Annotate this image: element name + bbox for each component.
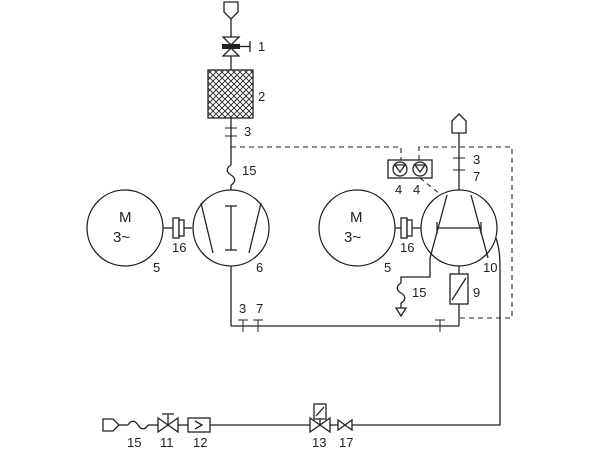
label-coupling-16-left: 16 (172, 240, 186, 255)
flex-hose-icon (226, 164, 236, 186)
inlet-valve (221, 36, 251, 57)
label-gauge-4b: 4 (413, 182, 420, 197)
label-hose-15-right: 15 (412, 285, 426, 300)
label-compressor-6: 6 (256, 260, 263, 275)
cooler (449, 273, 469, 305)
motor-left-phase: 3~ (113, 229, 130, 246)
label-tap-3-bottom: 3 (239, 301, 246, 316)
pressure-gauges (387, 159, 433, 179)
label-hose-15: 15 (242, 163, 256, 178)
check-valve (337, 418, 353, 432)
compressor-left (192, 189, 270, 267)
label-compressor-10: 10 (483, 260, 497, 275)
motor-right-symbol: M (350, 209, 363, 226)
label-check-17: 17 (339, 435, 353, 450)
bottom-taps (238, 319, 263, 332)
label-cooler-9: 9 (473, 285, 480, 300)
motor-left-symbol: M (119, 209, 132, 226)
label-valve-11: 11 (160, 435, 174, 450)
label-tap-3: 3 (244, 124, 251, 139)
label-tap-7-right: 7 (473, 169, 480, 184)
junction-tap (435, 319, 445, 332)
label-gauge-4a: 4 (395, 182, 402, 197)
bottom-shutoff-valve (157, 413, 179, 434)
compressor-right (420, 189, 498, 267)
label-tap-7-bottom: 7 (256, 301, 263, 316)
bottom-hose-icon (127, 420, 149, 430)
motor-left: M 3~ (86, 189, 164, 267)
label-hose-15-bottom: 15 (127, 435, 141, 450)
coupling-right (400, 217, 413, 239)
label-filter-2: 2 (258, 89, 265, 104)
outlet-arrow-icon (451, 113, 467, 134)
motor-right: M 3~ (318, 189, 396, 267)
test-tap (225, 127, 237, 137)
bottom-inlet-arrow-icon (102, 418, 120, 432)
coupling-left (172, 217, 185, 239)
label-motor-5-left: 5 (153, 260, 160, 275)
label-motor-5-right: 5 (384, 260, 391, 275)
solenoid-valve (309, 403, 331, 434)
label-tap-3-right: 3 (473, 152, 480, 167)
bottom-filter (187, 417, 211, 433)
label-solenoid-13: 13 (312, 435, 326, 450)
filter-element (207, 69, 254, 119)
label-coupling-16-right: 16 (400, 240, 414, 255)
drain-hose-icon (394, 282, 408, 318)
inlet-arrow-icon (223, 1, 239, 20)
motor-right-phase: 3~ (344, 229, 361, 246)
top-right-taps (453, 157, 465, 171)
label-valve-1: 1 (258, 39, 265, 54)
label-filter-12: 12 (193, 435, 207, 450)
